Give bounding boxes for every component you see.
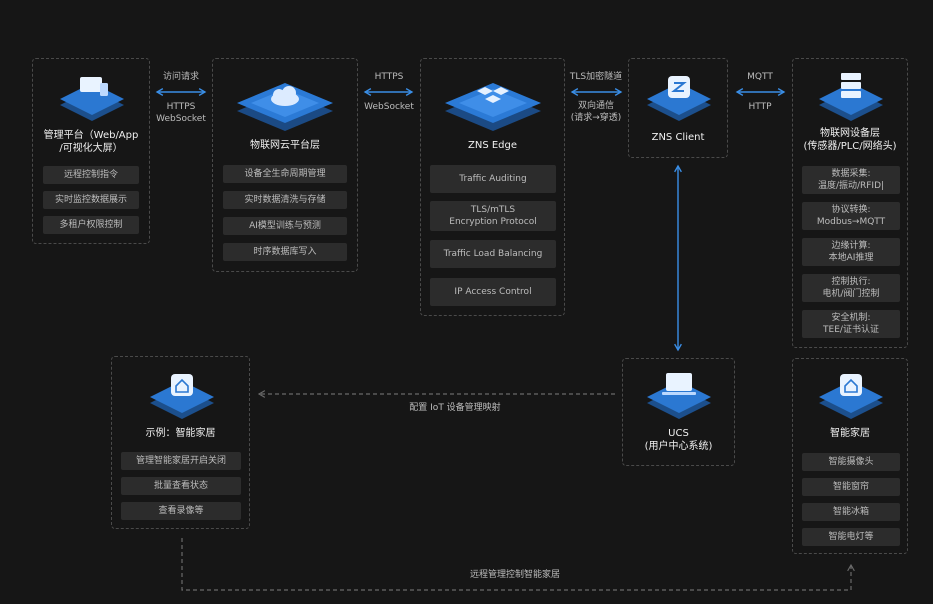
cloud-icon bbox=[237, 83, 333, 131]
zns-edge-title: ZNS Edge bbox=[467, 140, 518, 151]
smart-home-icon bbox=[819, 374, 883, 419]
edge-cubes-icon bbox=[445, 83, 541, 131]
example-smart-home-panel: 示例：智能家居 管理智能家居开启关闭 批量查看状态 查看录像等 bbox=[111, 356, 250, 529]
cloud-item: 时序数据库写入 bbox=[223, 243, 347, 261]
home-item: 智能电灯等 bbox=[802, 528, 900, 546]
label-cloud-edge-bottom: WebSocket bbox=[364, 102, 414, 112]
label-edge-client-bottom: 双向通信 (请求→穿透) bbox=[570, 101, 622, 123]
example-item: 批量查看状态 bbox=[121, 477, 241, 495]
label-bottom-loop: 远程管理控制智能家居 bbox=[469, 570, 560, 580]
mgmt-item: 实时监控数据展示 bbox=[43, 191, 139, 209]
iot-device-title: 物联网设备层 (传感器/PLC/网络头) bbox=[803, 128, 897, 152]
label-client-iot-bottom: HTTP bbox=[748, 102, 772, 112]
edge-item: IP Access Control bbox=[430, 278, 556, 306]
smart-home-panel: 智能家居 智能摄像头 智能窗帘 智能冰箱 智能电灯等 bbox=[792, 358, 908, 554]
home-item: 智能摄像头 bbox=[802, 453, 900, 471]
zns-client-panel: ZNS Client bbox=[628, 58, 728, 158]
zns-client-title: ZNS Client bbox=[651, 132, 705, 143]
example-smart-home-title: 示例：智能家居 bbox=[145, 428, 216, 439]
smart-home-title: 智能家居 bbox=[830, 428, 870, 439]
cloud-item: AI模型训练与预测 bbox=[223, 217, 347, 235]
label-cloud-edge-top: HTTPS bbox=[374, 72, 404, 82]
label-ucs-example: 配置 IoT 设备管理映射 bbox=[409, 403, 501, 413]
iot-item: 数据采集: 温度/振动/RFID| bbox=[802, 166, 900, 194]
iot-item: 安全机制: TEE/证书认证 bbox=[802, 310, 900, 338]
label-client-iot-top: MQTT bbox=[747, 72, 773, 82]
ucs-title: UCS (用户中心系统) bbox=[644, 428, 713, 452]
edge-item: Traffic Load Balancing bbox=[430, 240, 556, 268]
label-mgmt-cloud-bottom: HTTPS WebSocket bbox=[156, 102, 206, 124]
smart-home-icon bbox=[150, 374, 214, 419]
example-item: 管理智能家居开启关闭 bbox=[121, 452, 241, 470]
client-app-icon bbox=[647, 76, 711, 121]
management-platform-title: 管理平台（Web/App /可视化大屏） bbox=[43, 130, 139, 154]
cloud-platform-title: 物联网云平台层 bbox=[250, 140, 320, 151]
home-item: 智能窗帘 bbox=[802, 478, 900, 496]
edge-item: Traffic Auditing bbox=[430, 165, 556, 193]
label-mgmt-cloud-top: 访问请求 bbox=[162, 72, 199, 82]
management-platform-panel: 管理平台（Web/App /可视化大屏） 远程控制指令 实时监控数据展示 多租户… bbox=[32, 58, 150, 244]
cloud-item: 实时数据清洗与存储 bbox=[223, 191, 347, 209]
mgmt-item: 多租户权限控制 bbox=[43, 216, 139, 234]
arrow-bottom-loop bbox=[181, 538, 855, 591]
home-item: 智能冰箱 bbox=[802, 503, 900, 521]
ucs-panel: UCS (用户中心系统) bbox=[622, 358, 735, 466]
mgmt-item: 远程控制指令 bbox=[43, 166, 139, 184]
iot-device-panel: 物联网设备层 (传感器/PLC/网络头) 数据采集: 温度/振动/RFID| 协… bbox=[792, 58, 908, 348]
cloud-platform-panel: 物联网云平台层 设备全生命周期管理 实时数据清洗与存储 AI模型训练与预测 时序… bbox=[212, 58, 358, 272]
iot-item: 边缘计算: 本地AI推理 bbox=[802, 238, 900, 266]
laptop-icon bbox=[647, 373, 711, 419]
edge-item: TLS/mTLS Encryption Protocol bbox=[430, 201, 556, 231]
example-item: 查看录像等 bbox=[121, 502, 241, 520]
zns-edge-panel: ZNS Edge Traffic Auditing TLS/mTLS Encry… bbox=[420, 58, 565, 316]
label-edge-client-top: TLS加密隧道 bbox=[569, 72, 623, 82]
monitor-phone-icon bbox=[60, 77, 124, 121]
iot-item: 协议转换: Modbus→MQTT bbox=[802, 202, 900, 230]
cloud-item: 设备全生命周期管理 bbox=[223, 165, 347, 183]
server-rack-icon bbox=[819, 73, 883, 121]
iot-item: 控制执行: 电机/阀门控制 bbox=[802, 274, 900, 302]
